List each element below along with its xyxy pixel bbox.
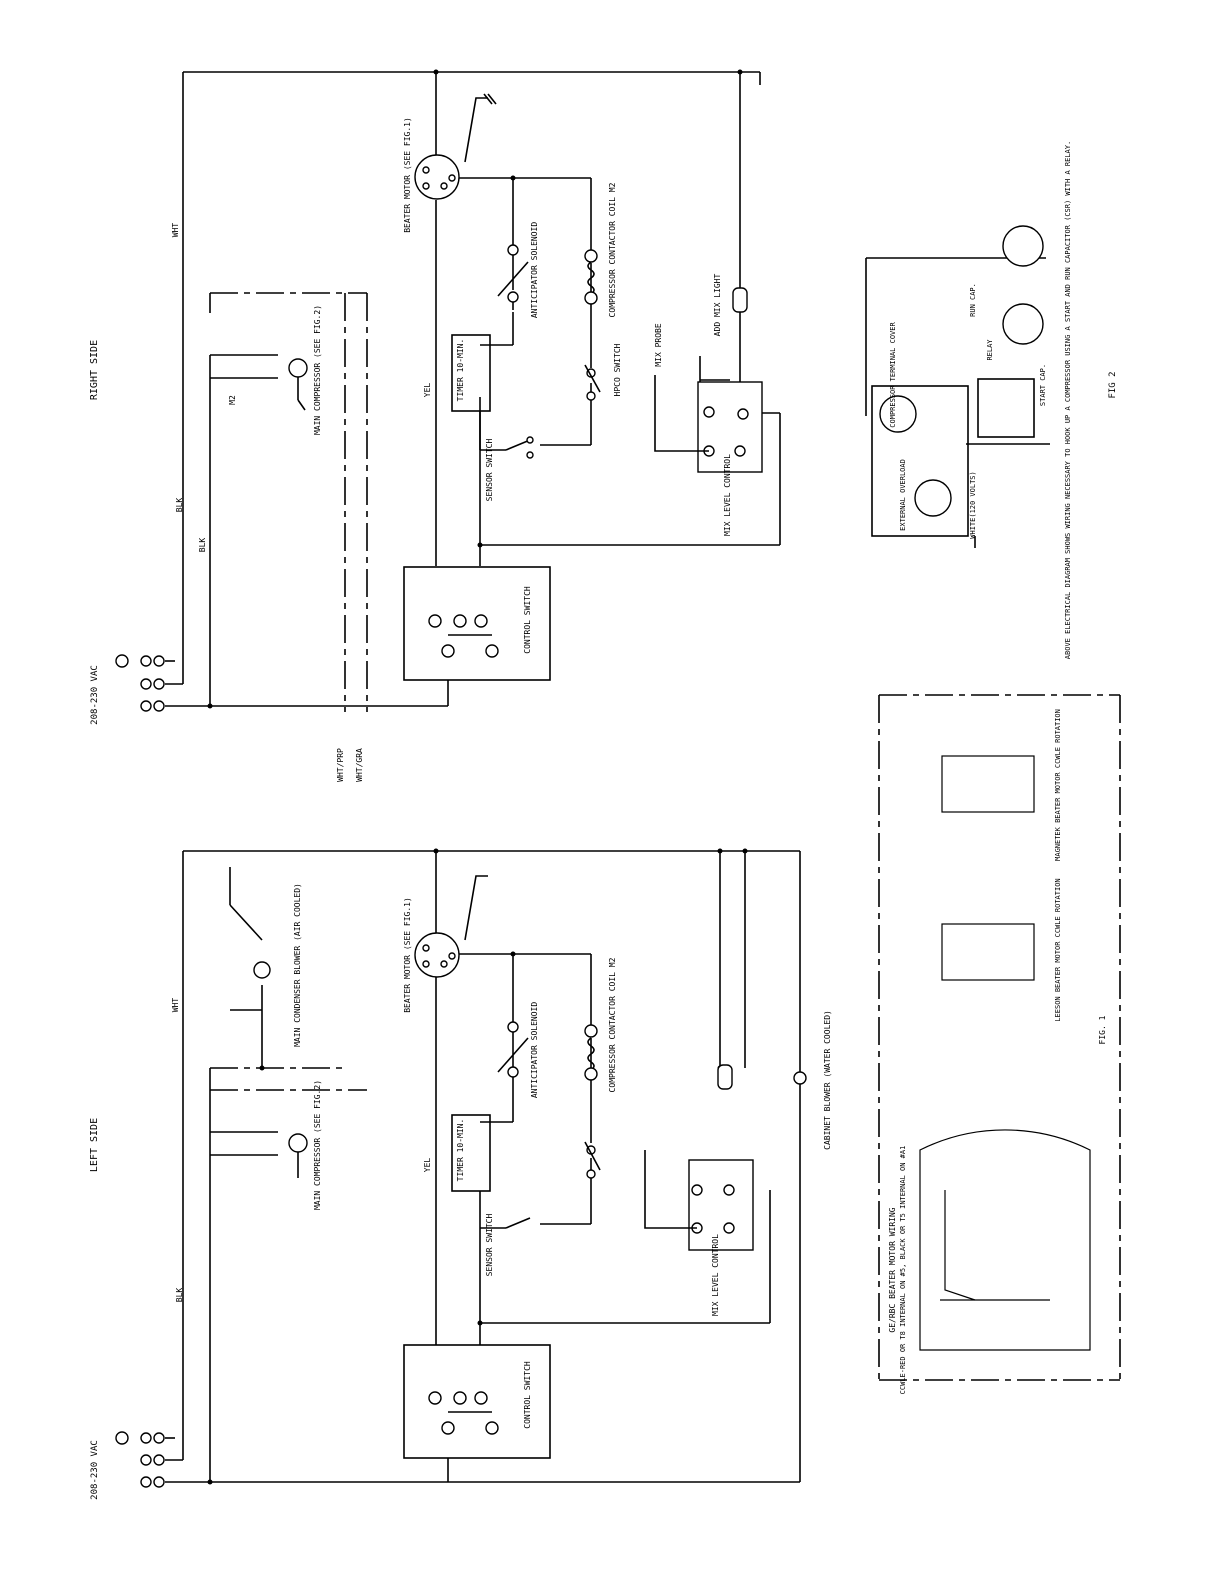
fig2-terminal-cover-label: COMPRESSOR TERMINAL COVER [889, 322, 897, 428]
right-sensor-switch [526, 436, 534, 459]
right-add-mix-label: ADD MIX LIGHT [713, 274, 722, 337]
right-anticipator-solenoid [497, 244, 529, 303]
right-mix-level-label: MIX LEVEL CONTROL [723, 454, 732, 536]
right-supply-terminals [115, 654, 165, 712]
right-hpco-switch [584, 364, 601, 401]
fig1-ge-sub: CCWLE-RED OR T8 INTERNAL ON #5, BLACK OR… [899, 1146, 907, 1395]
fig1-leeson-label: LEESON BEATER MOTOR CCWLE ROTATION [1054, 878, 1062, 1021]
left-supply-label: 208-230 VAC [90, 1440, 100, 1500]
fig2-white120-label: WHITE(120 VOLTS) [969, 471, 977, 538]
left-condenser-label: MAIN CONDENSER BLOWER (AIR COOLED) [293, 883, 302, 1047]
left-anticipator-label: ANTICIPATOR SOLENOID [530, 1002, 539, 1099]
right-add-mix-light [700, 287, 748, 381]
fig2-relay-label: RELAY [986, 339, 994, 361]
fig1-caption: FIG. 1 [1098, 1015, 1107, 1044]
left-mix-level-label: MIX LEVEL CONTROL [711, 1234, 720, 1316]
left-hpco-switch [584, 1141, 601, 1179]
left-contactor-label: COMPRESSOR CONTACTOR COIL M2 [608, 957, 617, 1092]
left-yel-label: YEL [423, 1158, 432, 1173]
fig2-compressor-diagram [865, 225, 1050, 548]
left-main-compressor [288, 1133, 308, 1178]
right-wht-label: WHT [171, 223, 180, 238]
right-anticipator-label: ANTICIPATOR SOLENOID [530, 222, 539, 319]
fig1-beater-motor-diagrams [878, 694, 1121, 1381]
right-timer-label: TIMER 10-MIN. [456, 339, 465, 402]
right-mix-level-control [654, 356, 763, 473]
right-supply-label: 208-230 VAC [90, 665, 100, 725]
right-compressor-label: MAIN COMPRESSOR (SEE FIG.2) [313, 305, 322, 435]
left-control-switch-label: CONTROL SWITCH [523, 1361, 532, 1429]
right-side-circuit [165, 69, 781, 712]
right-blk2-label: BLK [198, 538, 207, 553]
right-control-switch-contacts [428, 614, 499, 658]
left-side-circuit [165, 848, 807, 1485]
left-cabinet-label: CABINET BLOWER (WATER COOLED) [823, 1010, 832, 1150]
diagram-labels: RIGHT SIDE 208-230 VAC WHT BLK BLK YEL BEATER … [89, 117, 1118, 1500]
left-beater-label: BEATER MOTOR (SEE FIG.1) [403, 897, 412, 1013]
fig2-run-cap-label: RUN CAP. [969, 283, 977, 317]
right-yel-label: YEL [423, 383, 432, 398]
left-anticipator-solenoid [497, 1021, 529, 1078]
right-hpco-label: HPCO SWITCH [613, 343, 622, 396]
left-timer-label: TIMER 10-MIN. [456, 1119, 465, 1182]
cross-wht-gra-label: WHT/GRA [355, 748, 364, 782]
right-contactor-label: COMPRESSOR CONTACTOR COIL M2 [608, 182, 617, 317]
fig1-ge-title: GE/RBC BEATER MOTOR WIRING [888, 1207, 897, 1332]
left-control-switch-contacts [428, 1391, 499, 1435]
left-beater-motor [414, 932, 460, 978]
right-blk-label: BLK [175, 498, 184, 513]
fig1-magnetek-label: MAGNETEK BEATER MOTOR CCWLE ROTATION [1054, 709, 1062, 861]
fig2-start-cap-label: START CAP. [1039, 364, 1047, 406]
left-mix-level-control [644, 1150, 754, 1251]
left-supply-terminals [115, 1431, 165, 1488]
fig2-caption: FIG 2 [1108, 371, 1118, 398]
right-sensor-label: SENSOR SWITCH [485, 439, 494, 502]
left-compressor-label: MAIN COMPRESSOR (SEE FIG.2) [313, 1080, 322, 1210]
fig2-note: ABOVE ELECTRICAL DIAGRAM SHOWS WIRING NE… [1064, 141, 1072, 659]
left-side-title: LEFT SIDE [89, 1118, 100, 1172]
right-m2-label: M2 [228, 395, 237, 405]
cross-wht-prp-label: WHT/PRP [336, 748, 345, 782]
right-contactor-coil [584, 249, 598, 305]
right-side-title: RIGHT SIDE [89, 340, 100, 400]
left-add-mix-light [717, 1064, 733, 1090]
right-beater-motor [414, 154, 460, 200]
right-beater-label: BEATER MOTOR (SEE FIG.1) [403, 117, 412, 233]
right-control-switch-label: CONTROL SWITCH [523, 586, 532, 654]
fig2-overload-label: EXTERNAL OVERLOAD [899, 459, 907, 531]
left-blk-label: BLK [175, 1288, 184, 1303]
left-wht-label: WHT [171, 998, 180, 1013]
left-contactor-coil [584, 1024, 598, 1081]
right-main-compressor [288, 358, 308, 411]
right-mix-probe-label: MIX PROBE [654, 323, 663, 367]
left-sensor-label: SENSOR SWITCH [485, 1214, 494, 1277]
